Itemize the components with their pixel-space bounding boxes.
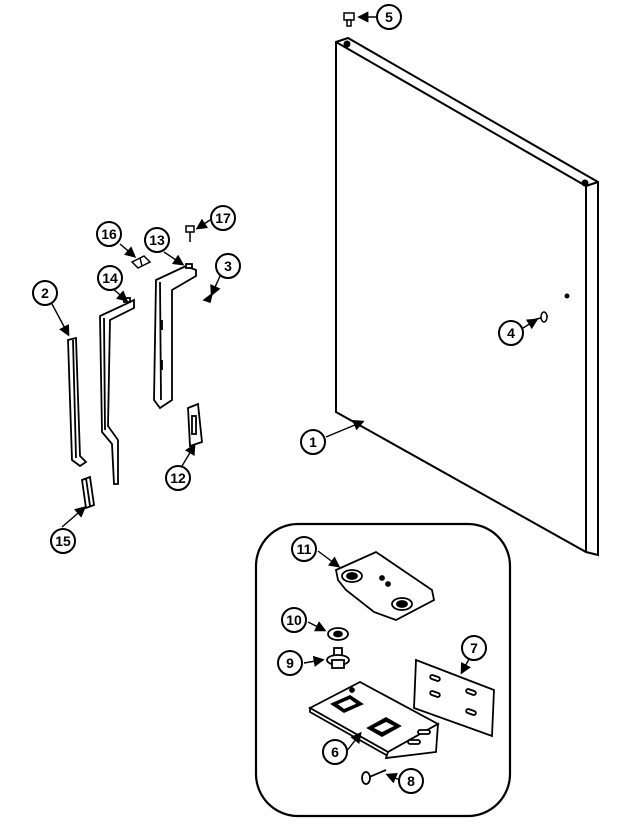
trim-end-cap-part <box>81 475 95 510</box>
callout-circle <box>32 280 58 306</box>
callout-circle <box>281 607 307 633</box>
callout-17: 17 <box>210 205 236 231</box>
callout-number: 8 <box>407 773 415 789</box>
callout-number: 2 <box>41 285 49 301</box>
callout-number: 4 <box>507 325 515 341</box>
callout-number: 13 <box>149 232 165 248</box>
handle-left-part <box>99 297 135 485</box>
handle-trim-left-part <box>67 336 88 468</box>
callout-number: 3 <box>224 258 232 274</box>
callout-number: 14 <box>102 270 118 286</box>
callout-15: 15 <box>50 528 76 554</box>
callout-1: 1 <box>300 429 326 455</box>
callout-circle <box>215 253 241 279</box>
callout-circle <box>277 650 303 676</box>
callout-circle <box>165 465 191 491</box>
callout-14: 14 <box>97 265 123 291</box>
handle-right-part <box>153 263 197 410</box>
callout-circle <box>398 768 424 794</box>
callout-circle <box>376 4 402 30</box>
shim-plate-part <box>413 658 495 738</box>
callout-11: 11 <box>291 536 317 562</box>
hinge-screw-part <box>361 769 387 785</box>
callout-number: 11 <box>297 541 312 557</box>
screw-3-part <box>202 292 214 303</box>
screw-17-part <box>185 225 195 242</box>
hinge-pin-part <box>326 647 350 669</box>
callout-circle <box>96 221 122 247</box>
callout-circle <box>210 205 236 231</box>
callout-circle <box>97 265 123 291</box>
callout-circle <box>300 429 326 455</box>
callout-number: 6 <box>331 744 339 760</box>
handle-end-cap-part <box>187 402 203 448</box>
leader-lines <box>51 11 539 784</box>
callout-number: 1 <box>309 434 317 450</box>
callout-circle <box>50 528 76 554</box>
washer-part <box>327 627 349 641</box>
callout-number: 15 <box>55 533 71 549</box>
callout-circle <box>322 739 348 765</box>
callout-number: 7 <box>470 640 478 656</box>
callout-6: 6 <box>322 739 348 765</box>
callout-number: 16 <box>101 226 117 242</box>
callout-number: 17 <box>215 210 231 226</box>
hinge-bracket-part <box>308 680 440 760</box>
callout-5: 5 <box>376 4 402 30</box>
callout-2: 2 <box>32 280 58 306</box>
door-panel <box>335 36 599 557</box>
callout-12: 12 <box>165 465 191 491</box>
callout-10: 10 <box>281 607 307 633</box>
callout-number: 5 <box>385 9 393 25</box>
callout-3: 3 <box>215 253 241 279</box>
hinge-pin-top-part <box>343 12 355 27</box>
callout-circle <box>461 635 487 661</box>
callout-circle <box>291 536 317 562</box>
callout-4: 4 <box>498 320 524 346</box>
callout-7: 7 <box>461 635 487 661</box>
callout-number: 12 <box>170 470 186 486</box>
callout-13: 13 <box>144 227 170 253</box>
callout-circle <box>498 320 524 346</box>
callout-circle <box>144 227 170 253</box>
clip-part <box>130 255 152 269</box>
callout-number: 9 <box>286 655 294 671</box>
callout-9: 9 <box>277 650 303 676</box>
top-hinge-part <box>334 550 436 621</box>
callout-16: 16 <box>96 221 122 247</box>
callout-number: 10 <box>286 612 302 628</box>
hinge-inset-frame <box>254 522 512 818</box>
callout-8: 8 <box>398 768 424 794</box>
